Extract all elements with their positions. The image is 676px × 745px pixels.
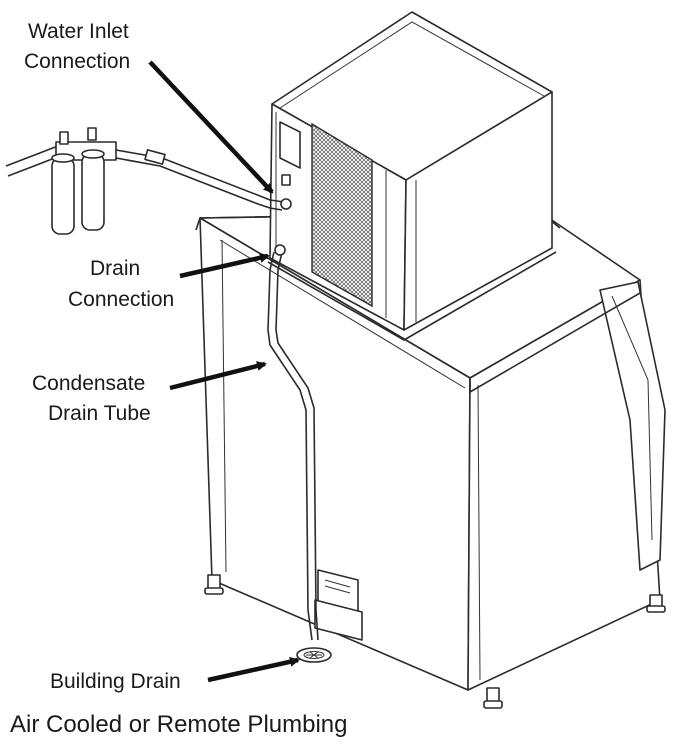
water-inlet-arrow	[148, 60, 274, 194]
water-inlet-label-line1: Water Inlet	[28, 20, 129, 43]
water-inlet-label-line2: Connection	[24, 50, 130, 73]
building-drain-arrow	[207, 656, 300, 683]
condensate-label-line1: Condensate	[32, 372, 145, 395]
condensate-label-line2: Drain Tube	[48, 402, 151, 425]
storage-bin	[195, 211, 666, 709]
condensate-drain-tube	[267, 244, 319, 641]
drain-connection-label-line2: Connection	[68, 288, 174, 311]
drain-connection-arrow	[179, 252, 270, 279]
ice-machine-head	[267, 11, 557, 341]
building-drain	[296, 647, 332, 663]
condensate-arrow	[169, 361, 267, 391]
drain-connection-label-line1: Drain	[90, 257, 140, 280]
water-filter	[5, 127, 292, 235]
figure-caption: Air Cooled or Remote Plumbing	[10, 711, 348, 738]
building-drain-label: Building Drain	[50, 670, 181, 693]
